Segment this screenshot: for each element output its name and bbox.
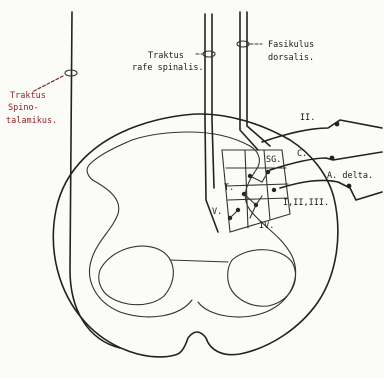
fiber-C-node [330, 156, 335, 161]
label-fiber-A-delta: A. delta. [327, 171, 373, 181]
fiber-C-line [270, 152, 382, 170]
label-fiber-II: II. [300, 113, 315, 123]
commissure-line [170, 260, 228, 262]
label-lamina-I-II-III: I,II,III. [283, 198, 329, 208]
fasciculus-dorsalis-line [240, 12, 258, 150]
label-lamina-SG: SG. [266, 155, 281, 165]
label-spino-3: talamikus. [6, 116, 57, 126]
label-spino-1: Traktus [10, 91, 46, 101]
fiber-II-node [335, 122, 340, 127]
label-lamina-V: V. [212, 207, 222, 217]
label-lamina-IV: IV. [259, 221, 274, 231]
label-traktus-rafe-1: Traktus [148, 51, 184, 61]
fiber-A-delta-node [347, 184, 352, 189]
spinal-cord-outline [53, 114, 338, 357]
label-fasikulus-1: Fasikulus [268, 40, 314, 50]
ventral-horn-right [228, 250, 296, 306]
label-fiber-C: C. [297, 149, 307, 159]
label-traktus-rafe-2: rafe spinalis. [132, 63, 204, 73]
tract-raphe-spinal-line-2 [212, 14, 214, 188]
tract-spinothalamic-line [70, 12, 120, 348]
label-fasikulus-2: dorsalis. [268, 53, 314, 63]
ventral-horn-left [99, 246, 174, 305]
label-lamina-T: T. [224, 183, 234, 193]
fiber-II-line [262, 120, 382, 142]
leader-spinothalamic [32, 76, 63, 92]
label-spino-2: Spino- [8, 103, 39, 113]
